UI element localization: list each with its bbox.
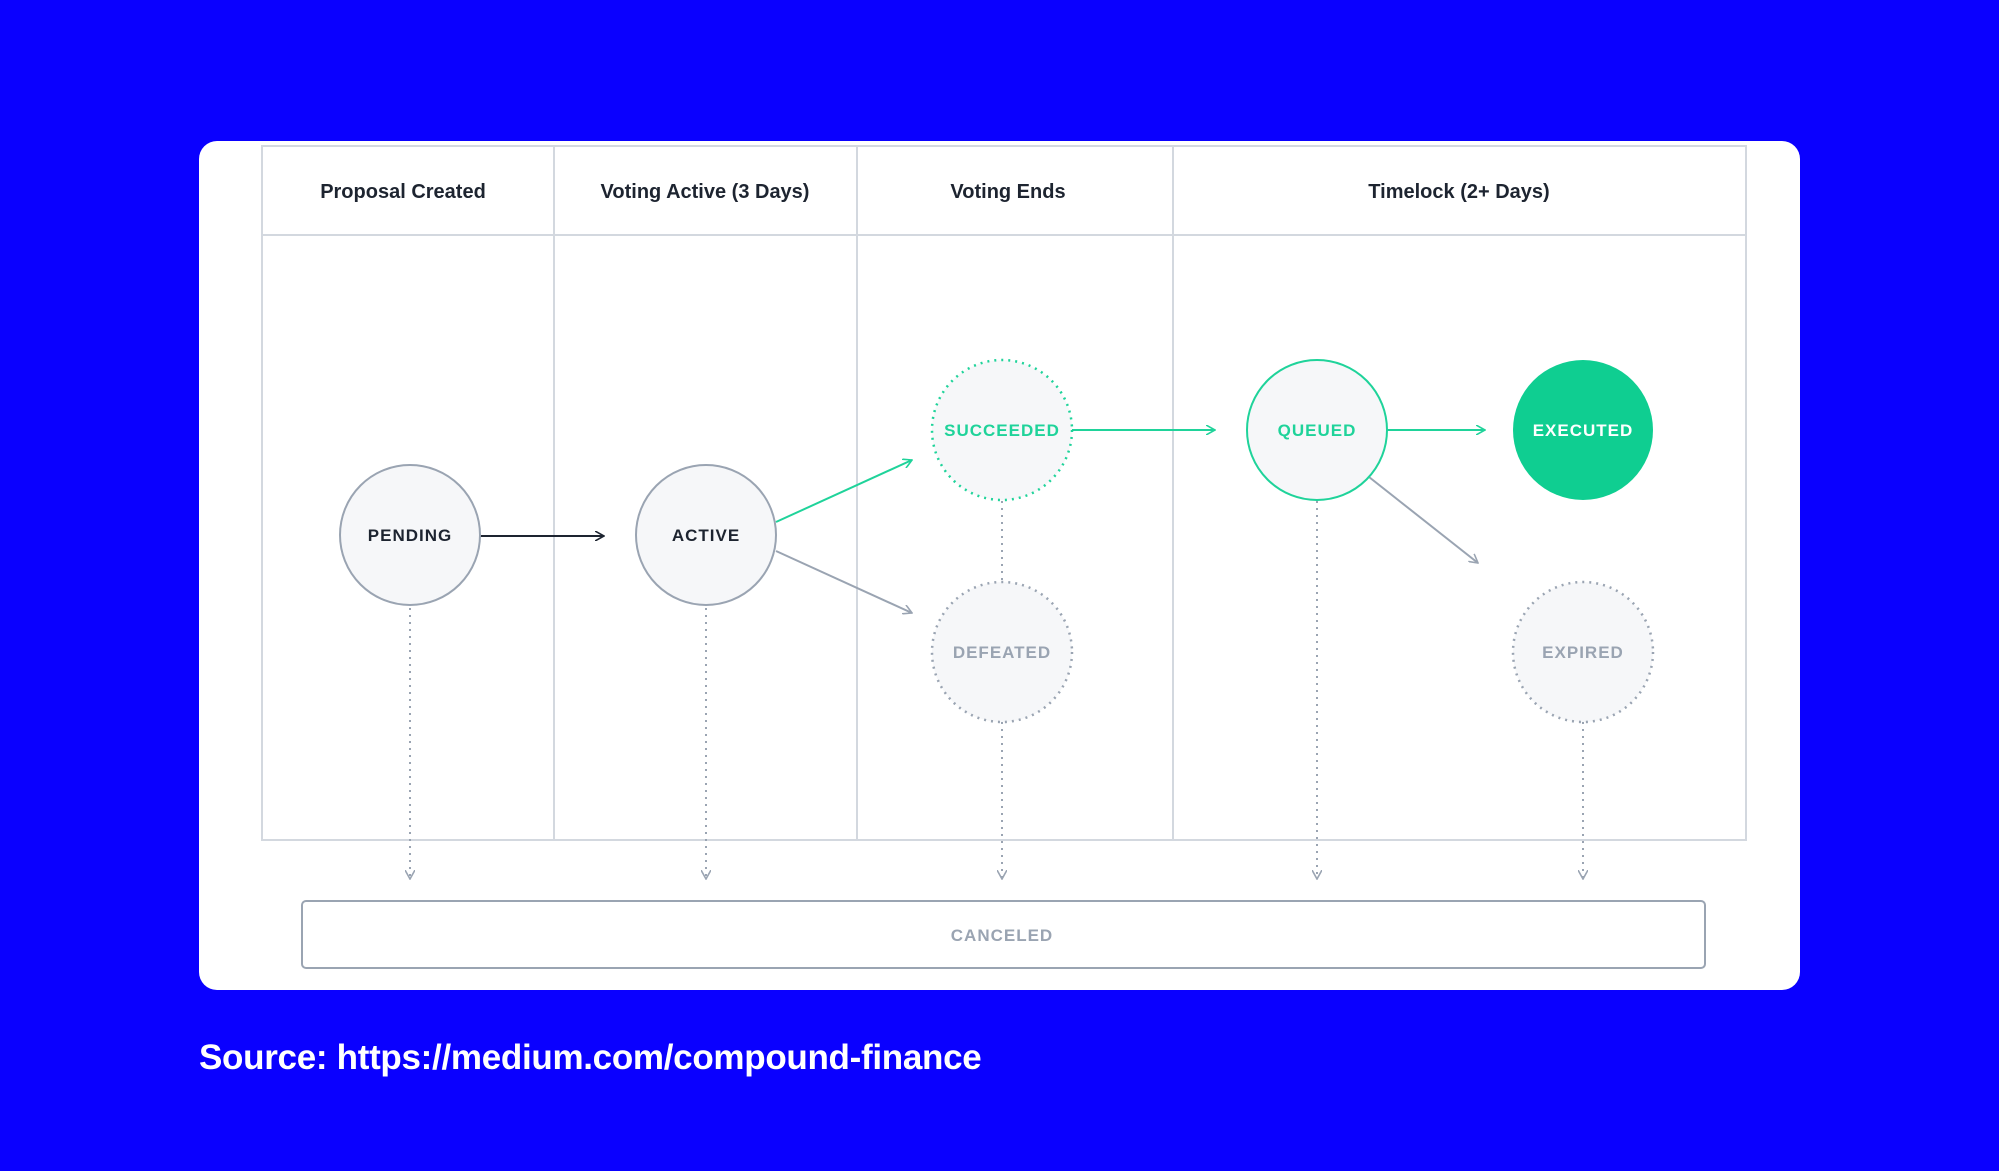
- svg-text:DEFEATED: DEFEATED: [953, 643, 1051, 662]
- state-canceled: CANCELED: [301, 900, 1706, 969]
- phase-header-voting-active: Voting Active (3 Days): [601, 181, 810, 203]
- svg-text:EXECUTED: EXECUTED: [1533, 421, 1634, 440]
- diagram-card: Proposal Created Voting Active (3 Days) …: [199, 141, 1800, 990]
- phase-header-voting-ends: Voting Ends: [950, 181, 1065, 203]
- svg-text:ACTIVE: ACTIVE: [672, 526, 740, 545]
- phase-header-proposal-created: Proposal Created: [320, 181, 486, 203]
- svg-text:QUEUED: QUEUED: [1278, 421, 1357, 440]
- phase-header-timelock: Timelock (2+ Days): [1368, 181, 1549, 203]
- state-defeated: DEFEATED: [930, 580, 1074, 724]
- state-active: ACTIVE: [635, 464, 777, 606]
- svg-text:CANCELED: CANCELED: [951, 926, 1053, 945]
- cancel-connectors: [410, 501, 1583, 879]
- svg-text:PENDING: PENDING: [368, 526, 452, 545]
- phase-grid: [261, 145, 1747, 841]
- arrow-queued-to-expired: [1368, 476, 1478, 563]
- state-expired: EXPIRED: [1511, 580, 1655, 724]
- transitions: [480, 430, 1485, 613]
- arrow-active-to-defeated: [775, 550, 912, 613]
- state-executed: EXECUTED: [1513, 360, 1653, 500]
- arrow-active-to-succeeded: [775, 460, 912, 523]
- state-succeeded: SUCCEEDED: [930, 358, 1074, 502]
- governance-lifecycle-diagram: Proposal Created Voting Active (3 Days) …: [261, 145, 1747, 969]
- source-caption: Source: https://medium.com/compound-fina…: [199, 1038, 982, 1077]
- state-pending: PENDING: [339, 464, 481, 606]
- svg-text:SUCCEEDED: SUCCEEDED: [944, 421, 1060, 440]
- svg-text:EXPIRED: EXPIRED: [1542, 643, 1624, 662]
- state-queued: QUEUED: [1246, 359, 1388, 501]
